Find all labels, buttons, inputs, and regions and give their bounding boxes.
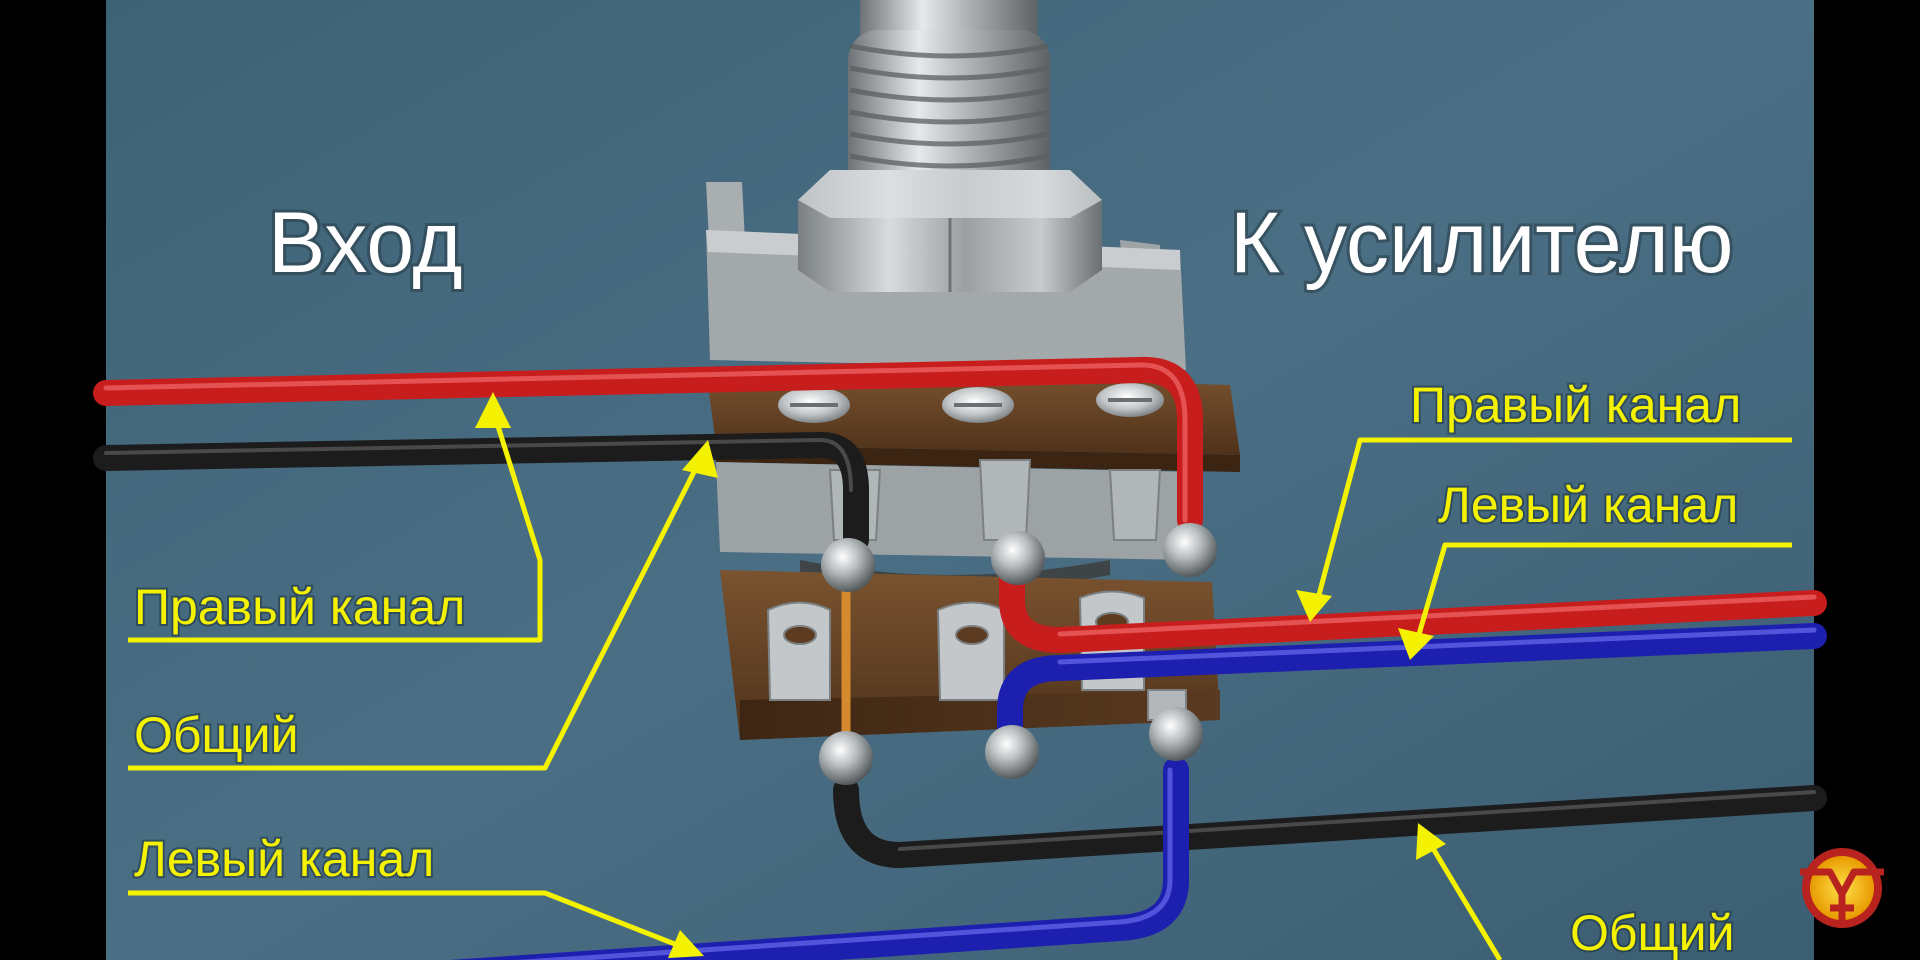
potentiometer [706,0,1240,740]
label-left-common: Общий [134,707,299,763]
wire-blue-input [449,757,1189,960]
label-right-common: Общий [1570,905,1735,960]
label-right-right-channel: Правый канал [1410,377,1741,433]
hex-nut [798,170,1102,292]
terminal-screws [778,383,1164,423]
wire-blue-output [997,623,1827,753]
wire-red-output [999,557,1827,653]
wire-black-output [833,777,1827,868]
label-left-right-channel: Правый канал [134,579,465,635]
heading-input: Вход [268,195,463,291]
label-right-left-channel: Левый канал [1438,477,1738,533]
heading-to-amplifier: К усилителю [1230,195,1733,291]
leader-arrowheads [475,392,1446,958]
solder-joints [819,523,1217,785]
leader-lines [128,409,1792,960]
channel-logo-icon[interactable] [1800,848,1884,928]
label-left-left-channel: Левый канал [134,831,434,887]
wires [93,356,1827,960]
